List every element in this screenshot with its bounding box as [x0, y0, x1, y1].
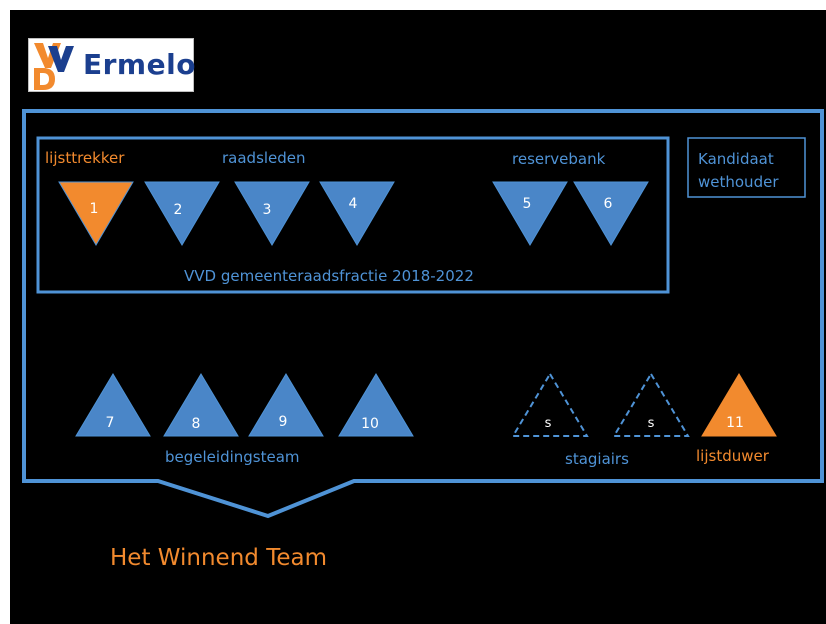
- triangle-number: 2: [174, 202, 183, 218]
- vvd-ermelo-logo: Ermelo: [28, 38, 196, 92]
- raadslid-triangle: 4: [319, 181, 395, 246]
- reserve-triangle: 6: [573, 181, 649, 246]
- begeleider-triangle: 9: [248, 373, 324, 437]
- stagiair-triangle: s: [511, 372, 589, 437]
- begeleidingsteam-label: begeleidingsteam: [165, 448, 300, 466]
- vvd-logo-mark-icon: [34, 43, 74, 90]
- lijstduwer-label: lijstduwer: [696, 447, 770, 465]
- triangle-number: 5: [523, 196, 532, 212]
- triangle-number: 8: [192, 416, 201, 432]
- outer-team-frame: [22, 109, 824, 519]
- triangle-number: 6: [604, 196, 613, 212]
- triangle-number: 4: [349, 196, 358, 212]
- raadslid-triangle: 2: [144, 181, 220, 246]
- reservebank-label: reservebank: [512, 150, 606, 168]
- triangle-number: 1: [90, 201, 99, 217]
- begeleider-triangle: 10: [338, 373, 414, 437]
- triangle-number: 3: [263, 202, 272, 218]
- raadsleden-label: raadsleden: [222, 149, 306, 167]
- begeleider-triangle: 8: [163, 373, 239, 437]
- fractie-box: [36, 136, 670, 294]
- logo-wordmark: Ermelo: [83, 48, 196, 81]
- kandidaat-wethouder-box: [687, 137, 806, 198]
- slide-title: Het Winnend Team: [110, 545, 327, 571]
- triangle-letter: s: [648, 416, 655, 431]
- begeleider-triangle: 7: [75, 373, 151, 437]
- triangle-number: 9: [279, 414, 288, 430]
- lijsttrekker-label: lijsttrekker: [45, 149, 125, 167]
- stagiair-triangle: s: [612, 372, 690, 437]
- triangle-number: 7: [106, 415, 115, 431]
- triangle-number: 11: [726, 415, 744, 431]
- lijsttrekker-triangle: 1: [58, 181, 134, 246]
- reserve-triangle: 5: [492, 181, 568, 246]
- kandidaat-label-line1: Kandidaat: [698, 150, 774, 168]
- stagiairs-label: stagiairs: [565, 450, 629, 468]
- raadslid-triangle: 3: [234, 181, 310, 246]
- triangle-letter: s: [545, 416, 552, 431]
- lijstduwer-triangle: 11: [701, 373, 777, 437]
- fractie-label: VVD gemeenteraadsfractie 2018-2022: [184, 267, 474, 285]
- triangle-number: 10: [361, 416, 379, 432]
- kandidaat-label-line2: wethouder: [698, 173, 779, 191]
